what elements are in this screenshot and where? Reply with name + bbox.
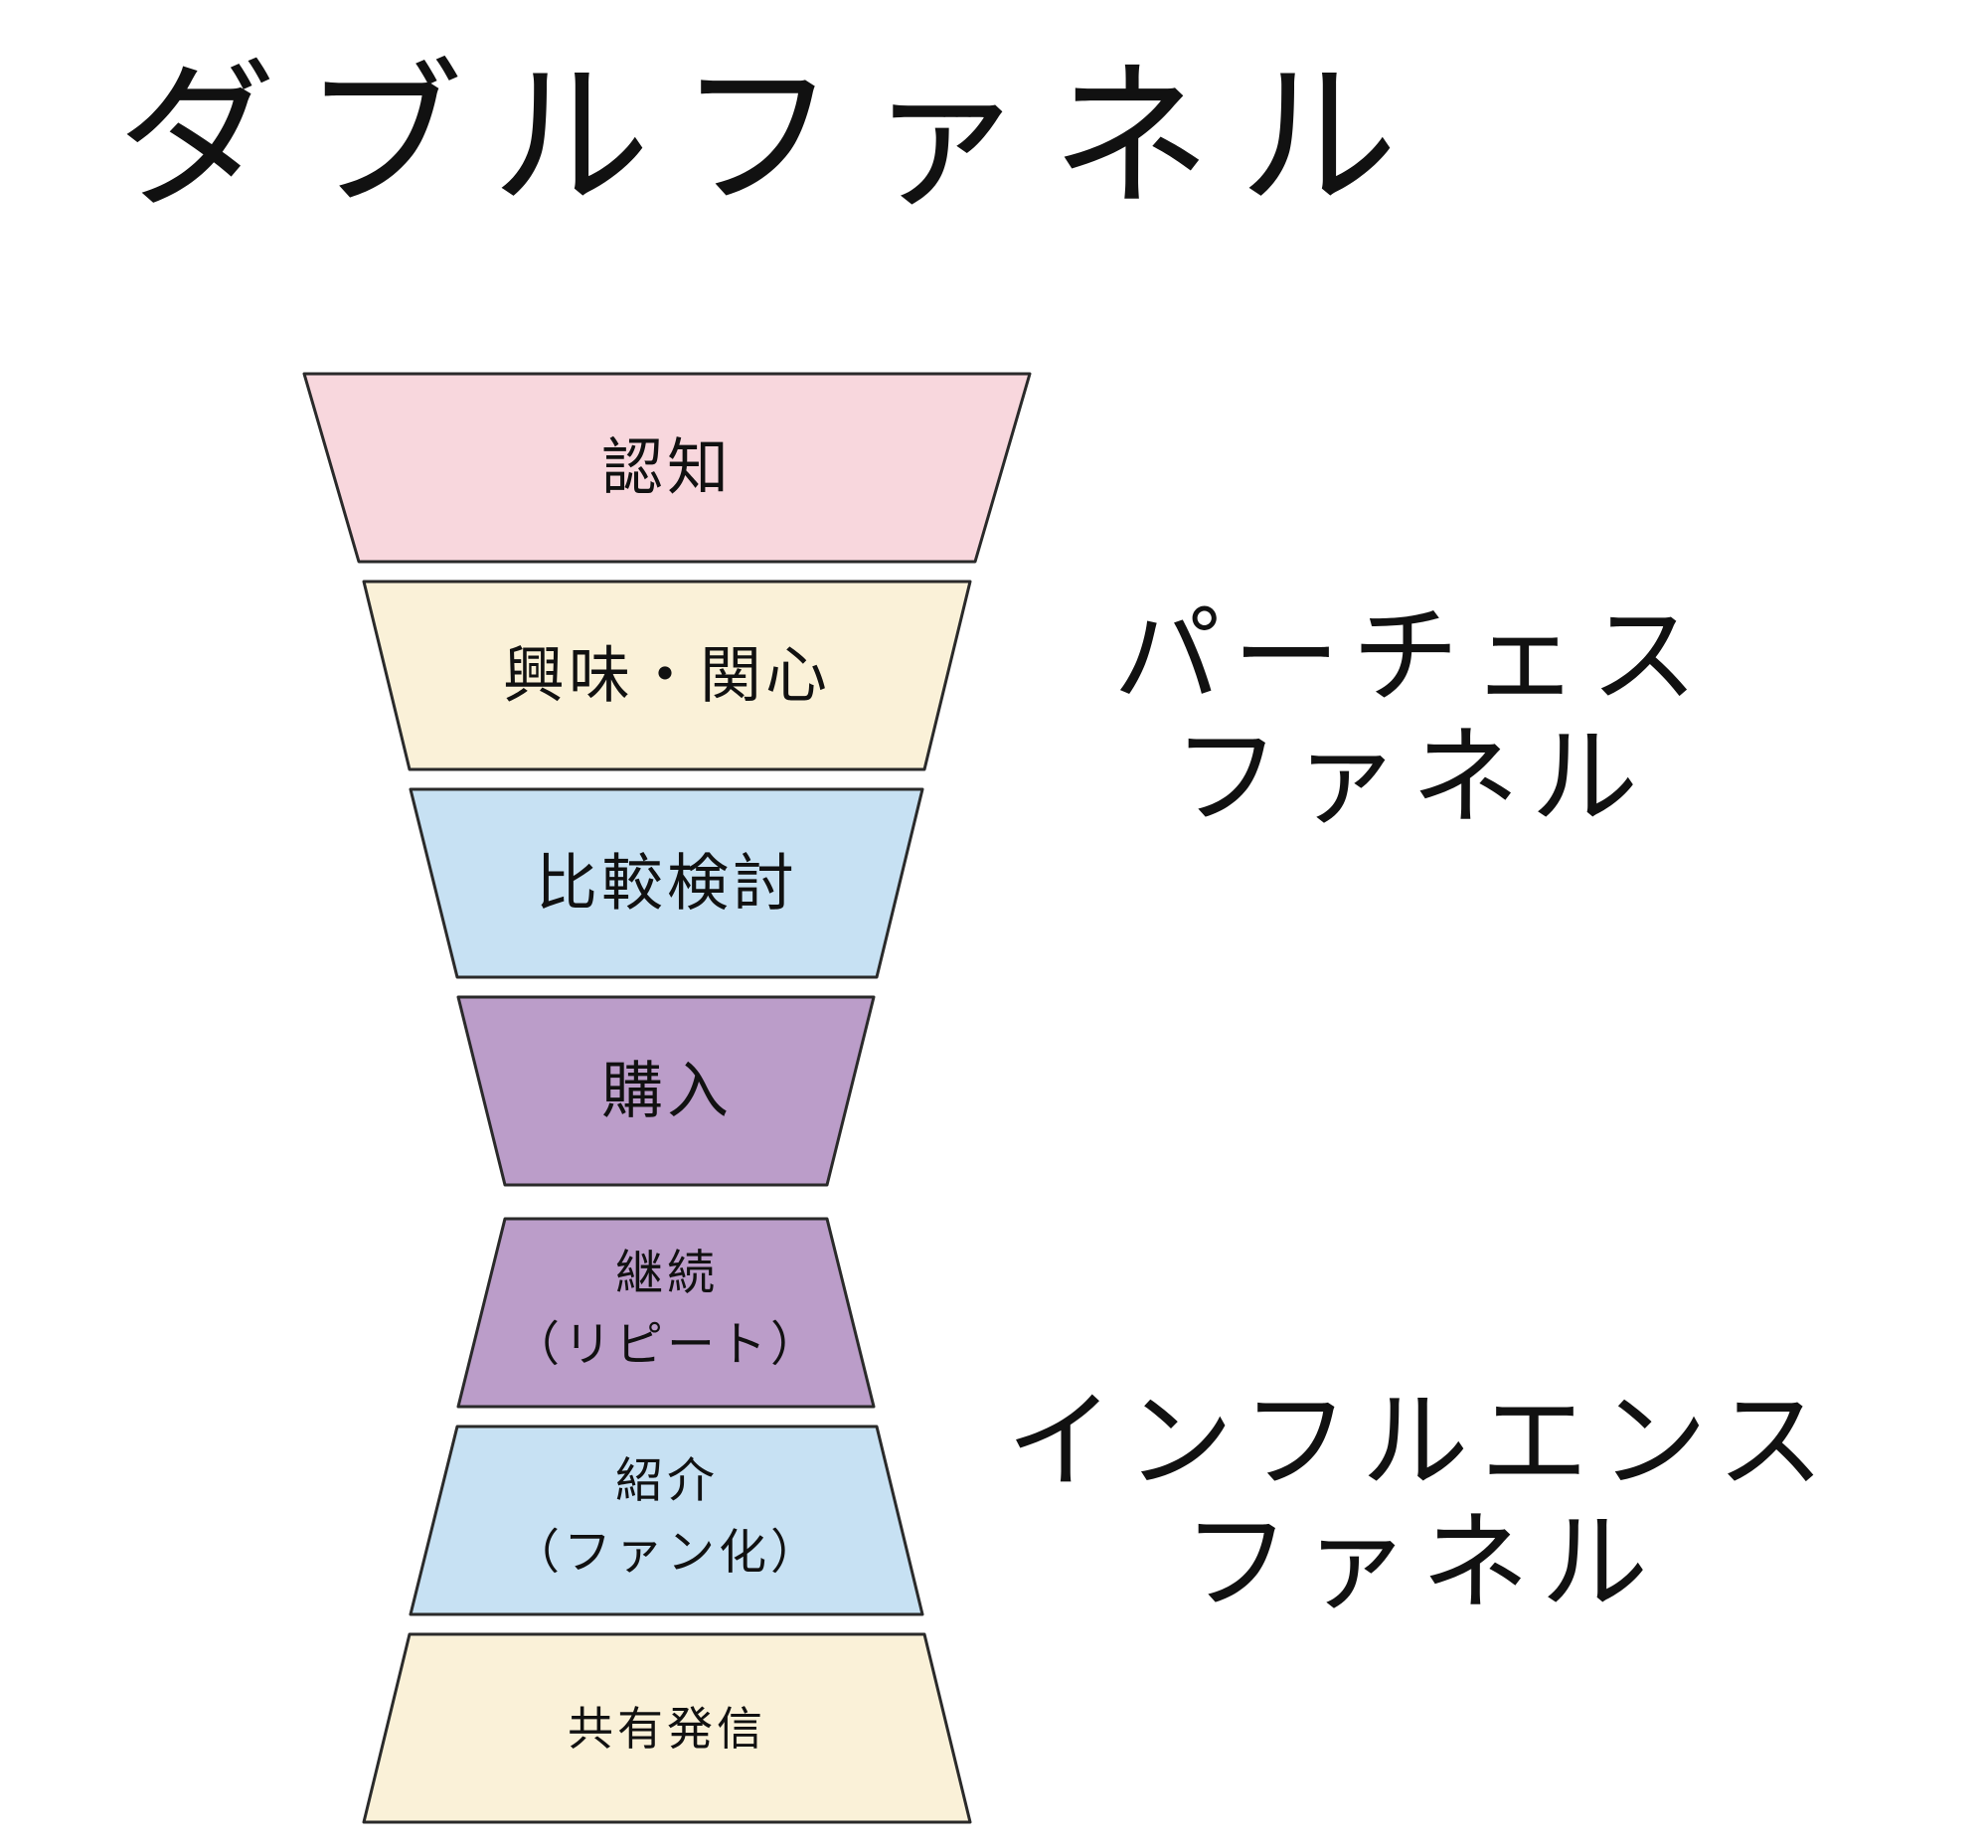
stage-awareness-shape [302, 372, 1032, 564]
stage-interest-shape [362, 580, 972, 771]
stage-purchase: 購入 [456, 995, 876, 1187]
stage-interest: 興味・関心 [362, 580, 972, 771]
stage-referral: 紹介 （ファン化） [409, 1425, 924, 1616]
purchase-funnel-label-line-1: パーチェス [1112, 594, 1710, 719]
stage-comparison-label: 比較検討 [536, 847, 798, 920]
stage-referral-label-line-2: （ファン化） [512, 1525, 822, 1581]
stage-share: 共有発信 [362, 1632, 972, 1824]
stage-purchase-label: 購入 [601, 1055, 733, 1127]
stage-comparison-shape [409, 787, 924, 979]
stage-comparison: 比較検討 [409, 787, 924, 979]
stage-repeat-shape [456, 1217, 876, 1409]
stage-share-label: 共有発信 [568, 1702, 766, 1756]
stage-awareness-label: 認知 [601, 431, 733, 504]
stage-share-shape [362, 1632, 972, 1824]
stage-referral-label-line-1: 紹介 [615, 1453, 719, 1509]
influence-funnel-label: インフルエンス ファネル [994, 1380, 1849, 1626]
stage-referral-shape [409, 1425, 924, 1616]
influence-funnel-label-line-1: インフルエンス [1006, 1380, 1837, 1504]
stage-repeat-label-line-1: 継続 [615, 1246, 719, 1301]
stage-repeat-label-line-2: （リピート） [512, 1317, 822, 1373]
stage-awareness: 認知 [302, 372, 1032, 564]
purchase-funnel-label-line-2: ファネル [1172, 716, 1650, 841]
purchase-funnel-label: パーチェス ファネル [1103, 594, 1720, 841]
diagram-title: ダブルファネル [117, 44, 1426, 230]
stage-repeat: 継続 （リピート） [456, 1217, 876, 1409]
stage-purchase-shape [456, 995, 876, 1187]
stage-interest-label: 興味・関心 [503, 639, 831, 712]
influence-funnel-label-line-2: ファネル [1182, 1501, 1660, 1626]
